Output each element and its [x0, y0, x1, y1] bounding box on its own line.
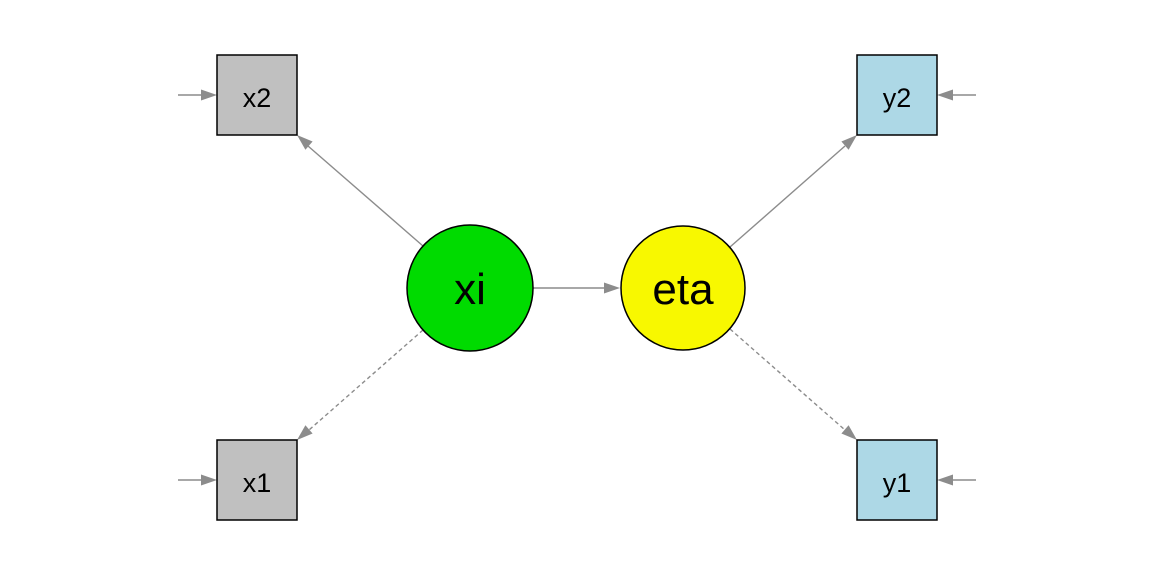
residual-arrowhead-x2: [201, 89, 217, 101]
residual-arrow-y2: [937, 89, 976, 101]
node-y2-label: y2: [883, 83, 912, 113]
arrowhead-into-y1: [841, 425, 857, 440]
node-y2: y2: [856, 54, 938, 136]
node-xi-label: xi: [454, 265, 486, 314]
edge-xi-to-eta: [533, 282, 620, 294]
edge-xi-to-x1: [297, 329, 424, 440]
arrowhead-into-x2: [297, 135, 313, 150]
node-y1: y1: [856, 439, 938, 521]
node-x2: x2: [216, 54, 298, 136]
residual-arrow-x1: [178, 474, 217, 486]
node-x1-label: x1: [243, 468, 272, 498]
residual-arrowhead-y1: [937, 474, 953, 486]
node-eta: eta: [620, 225, 746, 351]
node-x2-label: x2: [243, 83, 272, 113]
node-eta-label: eta: [652, 265, 714, 314]
node-x2-square: [216, 54, 298, 136]
residual-arrowhead-y2: [937, 89, 953, 101]
node-x1: x1: [216, 439, 298, 521]
residual-arrowhead-x1: [201, 474, 217, 486]
arrowhead-into-eta: [604, 282, 620, 294]
node-x1-square: [216, 439, 298, 521]
arrowhead-into-x1: [297, 425, 313, 440]
residual-arrow-y1: [937, 474, 976, 486]
node-xi-circle: [406, 224, 534, 352]
node-y2-square: [856, 54, 938, 136]
edge-eta-to-y1: [729, 328, 857, 440]
node-eta-circle: [620, 225, 746, 351]
residual-arrow-x2: [178, 89, 217, 101]
edge-eta-y1-line: [729, 328, 846, 431]
edge-xi-to-x2: [297, 135, 424, 247]
edge-eta-to-y2: [729, 135, 857, 248]
node-y1-square: [856, 439, 938, 521]
edge-xi-x1-line: [308, 329, 424, 431]
node-y1-label: y1: [883, 468, 912, 498]
edge-xi-x2-line: [307, 145, 424, 247]
arrowhead-into-y2: [841, 135, 857, 150]
node-xi: xi: [406, 224, 534, 352]
edge-eta-y2-line: [729, 145, 846, 248]
